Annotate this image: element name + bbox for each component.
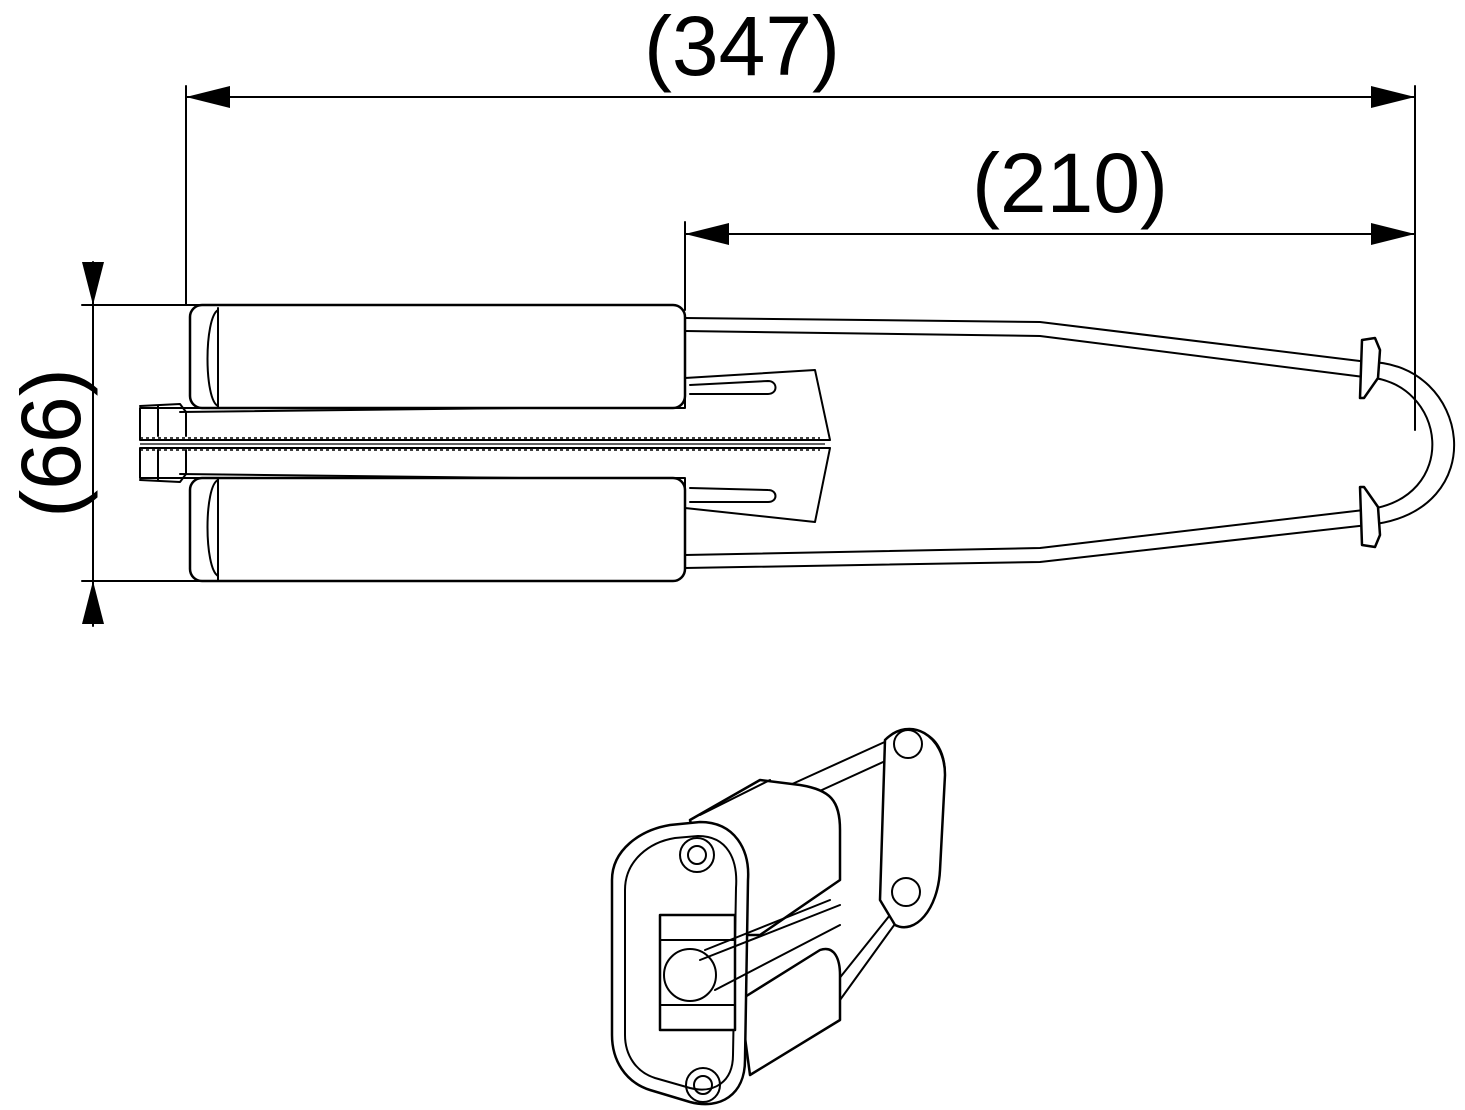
iso-wedge-block: [658, 913, 737, 1032]
iso-bolt-top: [679, 837, 715, 873]
bail-cap-top: [1358, 336, 1382, 400]
iso-back-plate: [878, 727, 947, 929]
iso-bolt-bottom: [685, 1067, 721, 1103]
dimension-label-body: (210): [972, 136, 1168, 230]
bail-wire: [684, 317, 1455, 569]
arrow-head: [1371, 223, 1415, 245]
dimension-label-height: (66): [4, 368, 98, 517]
arrow-head: [82, 262, 104, 305]
wedge-upper: [139, 369, 831, 441]
bail-cap-bottom: [1358, 485, 1382, 549]
body-shell-upper: [188, 303, 687, 410]
dimension-height: (66): [4, 261, 221, 627]
dimension-label-overall: (347): [644, 0, 840, 93]
dimension-overall-length: (347): [185, 0, 1416, 431]
arrow-head: [186, 86, 230, 108]
iso-cable-opening: [663, 948, 717, 1002]
isometric-view-clamp: [610, 727, 947, 1106]
arrow-head: [1371, 86, 1415, 108]
body-shell-lower: [188, 476, 687, 583]
dimension-body-length: (210): [684, 136, 1416, 311]
arrow-head: [82, 581, 104, 624]
iso-body-lower: [738, 947, 842, 1077]
wedge-lower: [139, 447, 831, 523]
side-view-clamp: [139, 303, 1455, 583]
arrow-head: [685, 223, 729, 245]
